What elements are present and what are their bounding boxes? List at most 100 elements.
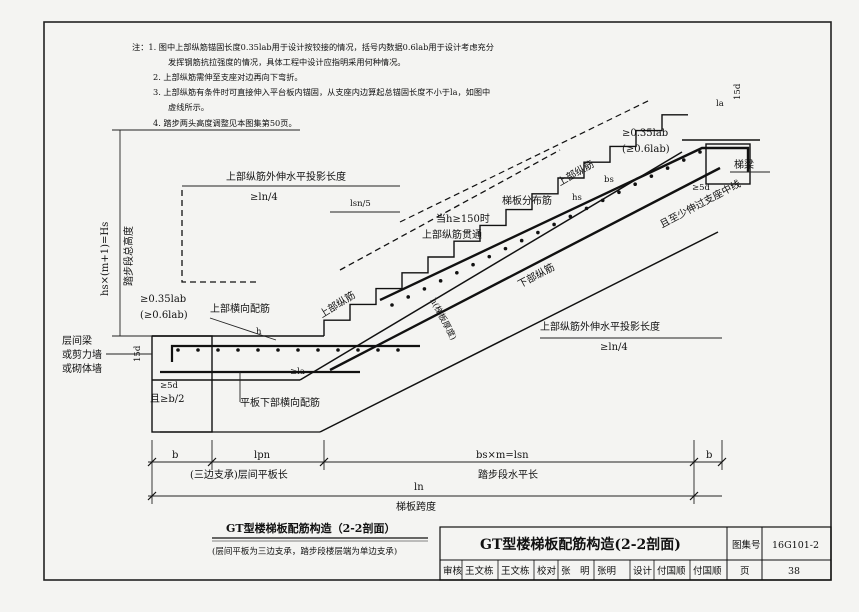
platform-bar-dot: [176, 348, 180, 352]
title-block-cell: 王文栋: [465, 565, 494, 577]
page-no: 38: [788, 566, 800, 577]
label-upper-through: 上部纵筋贯通: [422, 228, 482, 241]
dimension-lines: [106, 129, 770, 504]
label-height-desc: 踏步段总高度: [122, 226, 135, 286]
label-upper-long-top: 上部纵筋: [555, 157, 596, 188]
platform-bar-dot: [376, 348, 380, 352]
label-anchor-right-2: (≥0.6lab): [622, 144, 670, 155]
distribution-bar-dots: [176, 150, 702, 352]
label-la: la: [716, 99, 724, 109]
title-block-frame: [439, 526, 832, 581]
platform-bar-dot: [196, 348, 200, 352]
sheet-border: [43, 21, 832, 581]
label-ln4-bottom: ≥ln/4: [600, 342, 628, 353]
upper-long-bar-right: [379, 146, 750, 302]
tick: [147, 491, 157, 501]
distribution-bar-dot: [455, 270, 459, 275]
label-d15-left: 15d: [133, 345, 143, 362]
platform-bar-dot: [336, 348, 340, 352]
steps-outline: [323, 114, 688, 336]
dashed-upper-extension: [339, 149, 561, 271]
platform-top-bar: [170, 344, 420, 362]
label-bs: bs: [604, 175, 614, 185]
tick: [319, 457, 329, 467]
distribution-bar-dot: [519, 238, 524, 243]
label-beam: 梯梁: [734, 158, 754, 171]
title-block-cell: 设计: [633, 565, 653, 577]
label-height-dim: hs×(m+1)=Hs: [100, 222, 111, 296]
label-wall-2: 或剪力墙: [62, 348, 102, 361]
platform-bar-dot: [356, 348, 360, 352]
title-block-cell: 付国顺: [657, 566, 686, 577]
atlas-no: 16G101-2: [772, 540, 819, 551]
distribution-bar-dot: [600, 198, 605, 203]
distribution-bar-dot: [568, 214, 573, 219]
title-block-cell: 张明: [597, 566, 616, 577]
distribution-bar-dot: [422, 287, 427, 291]
label-lower-trans: 平板下部横向配筋: [240, 396, 320, 409]
tick: [717, 457, 727, 467]
label-span: 梯板跨度: [396, 500, 436, 513]
label-b-left: b: [172, 450, 178, 461]
platform-bar-dot: [236, 348, 240, 352]
platform-bar-dot: [256, 348, 260, 352]
distribution-bar-dot: [406, 295, 411, 299]
tick: [689, 491, 699, 501]
distribution-bar-dot: [584, 206, 589, 211]
label-upper-trans: 上部横向配筋: [210, 302, 270, 315]
lower-outline: [319, 231, 719, 433]
title-block: 审核王文栋王文栋校对张 明张明设计付国顺付国顺 GT型楼梯板配筋构造(2-2剖面…: [439, 526, 832, 581]
leader-upper-trans: [209, 317, 277, 341]
dimension-ticks: [147, 457, 727, 501]
platform-bar-dot: [216, 348, 220, 352]
lower-long-bar: [329, 166, 721, 372]
title-block-main: GT型楼梯板配筋构造(2-2剖面): [480, 536, 681, 553]
label-wall-1: 层间梁: [62, 334, 92, 347]
label-h150: 当h≥150时: [436, 212, 490, 225]
dashed-top-extension: [399, 99, 651, 223]
note-line-5: 虚线所示。: [168, 102, 209, 112]
platform-bar-dot: [396, 348, 400, 352]
label-hs: hs: [572, 193, 582, 203]
label-distribution: 梯板分布筋: [502, 194, 552, 207]
atlas-label: 图集号: [732, 539, 761, 551]
distribution-bar-dot: [390, 303, 394, 307]
label-lower-long: 下部纵筋: [515, 260, 556, 290]
platform-bar-dot: [276, 348, 280, 352]
label-b2: 且≥b/2: [150, 393, 185, 405]
right-stair-beam: [705, 143, 751, 185]
platform-bar-dot: [296, 348, 300, 352]
title-block-cell: 审核: [443, 565, 463, 577]
notes-block: 注：1. 图中上部纵筋锚固长度0.35lab用于设计按铰接的情况，括号内数据0.…: [132, 42, 494, 128]
label-span-step: bs×m=lsn: [476, 450, 529, 461]
tick: [147, 457, 157, 467]
distribution-bar-dot: [438, 279, 443, 283]
label-wall-3: 或砌体墙: [62, 362, 102, 375]
label-upper-proj-bottom: 上部纵筋外伸水平投影长度: [540, 320, 660, 333]
label-thickness: h(梯板厚度): [427, 296, 458, 342]
label-lsn5: lsn/5: [350, 199, 371, 209]
distribution-bar-dot: [665, 166, 670, 170]
stair-structure: [151, 99, 760, 433]
distribution-bar-dot: [649, 174, 654, 178]
note-line-3: 2. 上部纵筋需伸至支座对边再向下弯折。: [153, 72, 303, 82]
title-block-row: 审核王文栋王文栋校对张 明张明设计付国顺付国顺: [443, 560, 722, 580]
caption-subtitle: (层间平板为三边支承，踏步段楼层端为单边支承): [212, 546, 397, 557]
distribution-bar-dot: [698, 150, 702, 154]
label-d5-right: ≥5d: [692, 183, 711, 193]
label-step-len: 踏步段水平长: [478, 468, 538, 481]
distribution-bar-dot: [536, 230, 540, 235]
distribution-bar-dot: [681, 158, 686, 162]
platform-bar-dot: [316, 348, 320, 352]
title-block-cell: 王文栋: [501, 565, 530, 577]
note-line-2: 发挥钢筋抗拉强度的情况，具体工程中设计应指明采用何种情况。: [168, 57, 405, 67]
caption-title: GT型楼梯板配筋构造（2-2剖面）: [226, 521, 395, 535]
distribution-bar-dot: [487, 254, 492, 259]
tick: [689, 457, 699, 467]
note-line-4: 3. 上部纵筋有条件时可直接伸入平台板内锚固，从支座内边算起总锚固长度不小于la…: [153, 87, 490, 97]
note-line-1: 注：1. 图中上部纵筋锚固长度0.35lab用于设计按铰接的情况，括号内数据0.…: [132, 42, 494, 52]
label-platform: (三边支承)层间平板长: [190, 468, 288, 481]
label-lpn: lpn: [254, 450, 271, 461]
